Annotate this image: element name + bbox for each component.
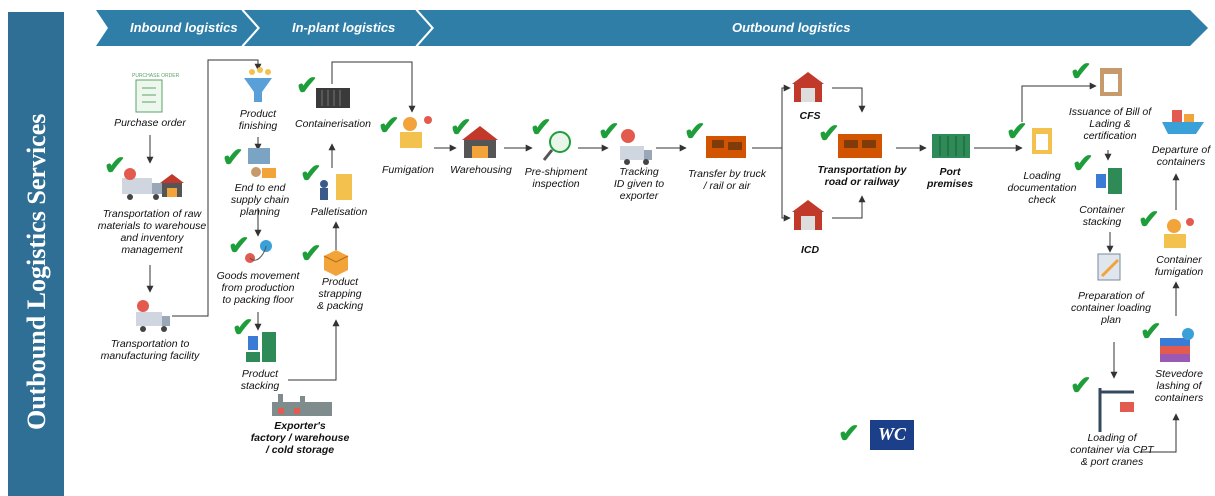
people-box-icon [246,332,276,362]
check-icon: ✔ [300,238,322,268]
truck-icon [122,168,162,200]
banner [96,9,1208,47]
node-transfer: Transfer by truck/ rail or air [688,168,766,192]
warehouse-icon [462,126,498,158]
pallet-icon [320,174,352,200]
map-pin-icon [245,240,272,263]
check-icon: ✔ [598,116,620,146]
check-icon: ✔ [1070,370,1092,400]
check-icon: ✔ [684,116,706,146]
check-icon: ✔ [222,142,244,172]
node-cfs: CFS [799,110,821,122]
fleet-icon [838,134,882,158]
check-icon: ✔ [1006,116,1028,146]
banner-inplant-label: In-plant logistics [292,20,396,35]
container-icon [316,88,350,108]
people-box-icon [1096,168,1122,194]
warehouse-icon [792,72,824,102]
connectors [146,59,1180,453]
node-fumigation: Fumigation [382,164,434,176]
factory-icon [272,394,332,416]
check-icon: ✔ [1138,204,1160,234]
check-icon: ✔ [232,312,254,342]
check-icon: ✔ [530,112,552,142]
people-icon [248,148,276,178]
warehouse-icon [160,174,184,197]
node-icd: ICD [800,244,820,256]
check-icon: ✔ [378,110,400,140]
ship-icon [1162,110,1204,134]
worker-spray-icon [400,116,432,148]
warehouse-icon [792,200,824,230]
check-icon: ✔ [838,418,860,448]
node-warehousing: Warehousing [450,164,512,176]
crane-icon [1098,388,1134,432]
company-logo: WC [870,420,914,450]
port-container-icon [932,134,970,158]
banner-inbound [96,10,258,46]
clipboard-icon [1032,128,1052,154]
funnel-icon [244,67,272,102]
clipboard-icon [1100,68,1122,96]
node-containerisation: Containerisation [295,118,371,130]
sidebar [8,12,64,496]
node-purchase-order: Purchase order [114,117,186,129]
banner-outbound [418,10,1208,46]
clipboard-icon [1097,253,1121,281]
banner-inbound-label: Inbound logistics [130,20,238,35]
banner-outbound-label: Outbound logistics [732,20,851,35]
check-icon: ✔ [818,118,840,148]
truck-icon [136,300,170,332]
check-icon: ✔ [1072,148,1094,178]
fleet-icon [706,136,746,158]
node-palletisation: Palletisation [310,206,368,218]
box-icon [323,250,349,276]
check-icon: ✔ [1140,316,1162,346]
shield-container-icon [1160,328,1194,362]
purchase-order-doc-title: PURCHASE ORDER [132,73,180,79]
check-icon: ✔ [450,112,472,142]
check-icon: ✔ [104,150,126,180]
check-icon: ✔ [228,230,250,260]
worker-spray-icon [1164,218,1194,248]
inspection-icon [542,131,571,161]
check-icon: ✔ [1070,56,1092,86]
document-icon [135,79,163,113]
banner-inplant [244,10,432,46]
check-icon: ✔ [296,70,318,100]
check-icon: ✔ [300,158,322,188]
tracking-truck-icon [620,129,652,165]
